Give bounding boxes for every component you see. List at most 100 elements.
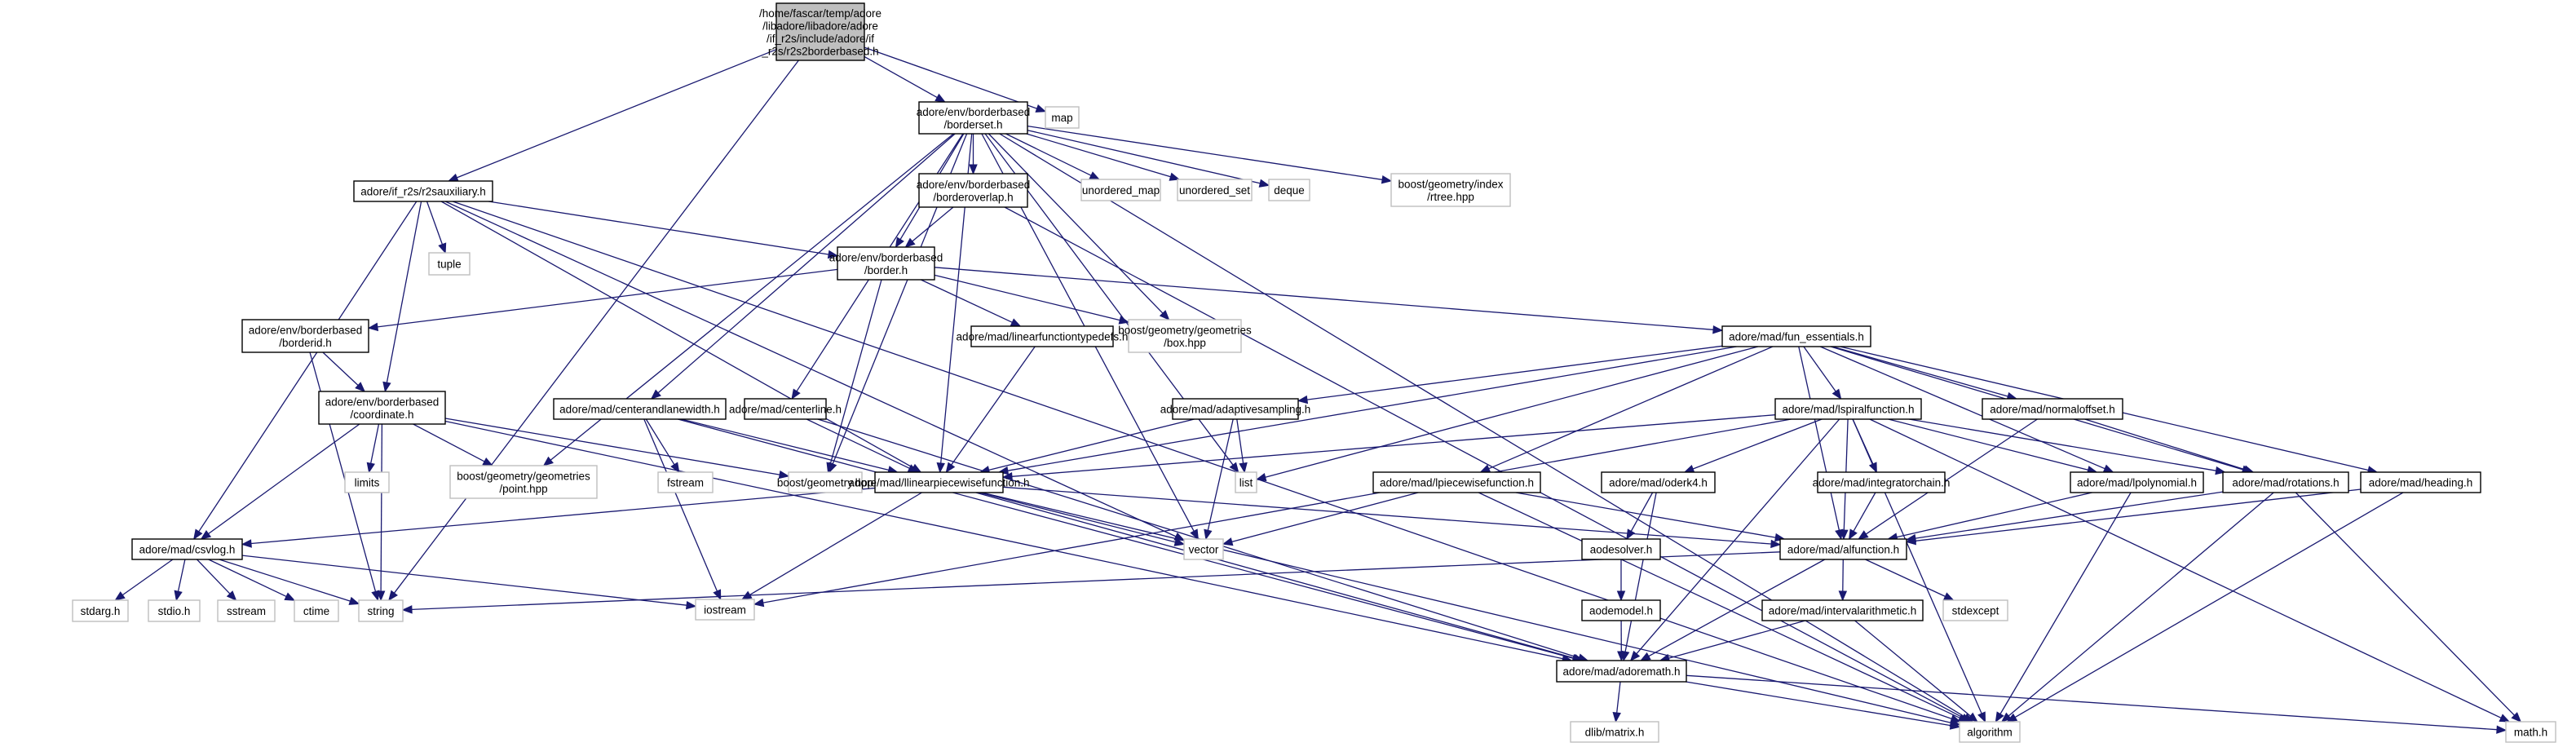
node-box (344, 471, 390, 493)
node-label: adore/mad/fun_essentials.h (1729, 331, 1864, 343)
edge-llpw-to-iostream (740, 492, 922, 600)
edge-line (1999, 492, 2132, 714)
node-box (148, 599, 201, 622)
node-box (428, 252, 471, 276)
edge-centerlane-to-iostream (643, 418, 722, 601)
edge-line (979, 492, 1176, 543)
node-lspiral[interactable]: adore/mad/lspiralfunction.h (1774, 398, 1922, 420)
edge-adoremath-to-dlib (1612, 681, 1621, 723)
edge-line (219, 559, 351, 602)
node-box (1177, 179, 1253, 201)
arrowhead-icon (355, 382, 366, 392)
node-rtree: boost/geometry/index/rtree.hpp (1390, 173, 1511, 207)
node-r2saux[interactable]: adore/if_r2s/r2sauxiliary.h (353, 180, 493, 202)
node-label: map (1051, 112, 1072, 124)
node-box: boost/geometry/geometries/box.hpp (1118, 319, 1252, 353)
node-alfunction[interactable]: adore/mad/alfunction.h (1779, 538, 1907, 560)
edge-line (411, 551, 1781, 611)
edge-borderid-to-coordinate (322, 351, 366, 392)
node-borderset[interactable]: adore/env/borderbased/borderset.h (917, 101, 1031, 135)
edge-line (1915, 491, 2224, 539)
edge-line (413, 423, 485, 462)
edge-line (975, 492, 1575, 659)
node-llpw[interactable]: adore/mad/llinearpiecewisefunction.h (848, 471, 1030, 493)
edge-rotations-to-mathh (2295, 492, 2522, 723)
edge-llpw-to-alfunction (1002, 486, 1782, 549)
node-sstream: sstream (217, 599, 276, 622)
edge-heading-to-alfunction (1905, 488, 2362, 546)
node-lpoly[interactable]: adore/mad/lpolynomial.h (2070, 471, 2204, 493)
edge-centerlane-to-llpw (681, 418, 899, 475)
arrowhead-icon (1089, 171, 1101, 180)
node-label: /border.h (864, 264, 908, 276)
arrowhead-icon (1626, 528, 1636, 541)
node-lpw[interactable]: adore/mad/lpiecewisefunction.h (1372, 471, 1541, 493)
edge-line (681, 418, 889, 471)
node-funess[interactable]: adore/mad/fun_essentials.h (1721, 325, 1871, 347)
edge-line (1865, 559, 1946, 597)
node-label: iostream (704, 604, 746, 617)
arrowhead-icon (2102, 464, 2114, 473)
node-integ[interactable]: adore/mad/integratorchain.h (1813, 471, 1951, 493)
node-aodemodel[interactable]: aodemodel.h (1581, 599, 1661, 621)
node-oderk4[interactable]: adore/mad/oderk4.h (1601, 471, 1716, 493)
arrowhead-icon (935, 93, 946, 103)
arrowhead-icon (826, 462, 835, 474)
node-heading[interactable]: adore/mad/heading.h (2360, 471, 2481, 493)
node-aodesolver[interactable]: aodesolver.h (1581, 538, 1661, 560)
node-box (837, 246, 935, 281)
node-label: /box.hpp (1164, 337, 1206, 349)
node-rotations[interactable]: adore/mad/rotations.h (2222, 471, 2349, 493)
node-csvlog[interactable]: adore/mad/csvlog.h (131, 538, 243, 560)
edge-r2saux-to-csvlog (193, 201, 418, 541)
node-root[interactable]: /home/fascar/temp/adore/libadore/libador… (759, 2, 881, 61)
node-label: adore/mad/adaptivesampling.h (1160, 404, 1311, 416)
node-normaloffset[interactable]: adore/mad/normaloffset.h (1982, 398, 2123, 420)
node-box (1581, 538, 1661, 560)
node-label: /home/fascar/temp/adore (759, 7, 881, 20)
edge-line (829, 279, 882, 464)
node-box (1959, 721, 2021, 743)
arrowhead-icon (1173, 537, 1186, 546)
node-label: /if_r2s/include/adore/if (767, 33, 874, 45)
node-box (1390, 173, 1511, 207)
node-adaptive[interactable]: adore/mad/adaptivesampling.h (1160, 398, 1311, 420)
node-label: tuple (437, 259, 461, 271)
edge-line (1002, 486, 1772, 545)
edge-lspiral-to-rotations (1908, 418, 2226, 475)
node-lftypedefs[interactable]: adore/mad/linearfunctiontypedefs.h (957, 325, 1129, 347)
node-point: boost/geometry/geometries/point.hpp (449, 465, 598, 499)
node-label: adore/mad/heading.h (2369, 477, 2473, 489)
node-label: unordered_map (1082, 184, 1160, 197)
edge-line (177, 559, 186, 592)
node-borderoverlap[interactable]: adore/env/borderbased/borderoverlap.h (917, 173, 1031, 208)
node-coordinate[interactable]: adore/env/borderbased/coordinate.h (318, 391, 446, 425)
node-label: string (367, 605, 394, 617)
node-label: adore/env/borderbased (917, 106, 1031, 118)
edge-borderoverlap-to-border (904, 206, 954, 248)
node-map: map (1045, 106, 1080, 129)
node-box (353, 180, 493, 202)
node-adoremath[interactable]: adore/mad/adoremath.h (1556, 660, 1687, 683)
node-borderid[interactable]: adore/env/borderbased/borderid.h (241, 319, 369, 353)
edge-line (1908, 418, 2216, 471)
node-centerline[interactable]: adore/mad/centerline.h (729, 398, 842, 420)
arrowhead-icon (542, 456, 554, 466)
edge-aodesolver-to-aodemodel (1616, 559, 1626, 602)
arrowhead-icon (1905, 536, 1917, 546)
arrowhead-icon (1639, 652, 1651, 661)
node-list: list (1235, 471, 1257, 493)
edge-alfunction-to-string (401, 551, 1781, 614)
edge-line (452, 201, 1952, 720)
node-centerlane[interactable]: adore/mad/centerandlanewidth.h (553, 398, 727, 420)
node-vector: vector (1183, 538, 1224, 560)
node-interval[interactable]: adore/mad/intervalarithmetic.h (1761, 599, 1924, 621)
node-label: dlib/matrix.h (1585, 727, 1645, 739)
edge-line (380, 423, 383, 592)
node-box (874, 471, 1004, 493)
arrowhead-icon (482, 457, 494, 466)
edge-lspiral-to-mathh (1869, 418, 2511, 723)
edge-coordinate-to-adoremath (444, 420, 1573, 663)
node-border[interactable]: adore/env/borderbased/border.h (829, 246, 943, 281)
edge-line (1005, 133, 1092, 176)
